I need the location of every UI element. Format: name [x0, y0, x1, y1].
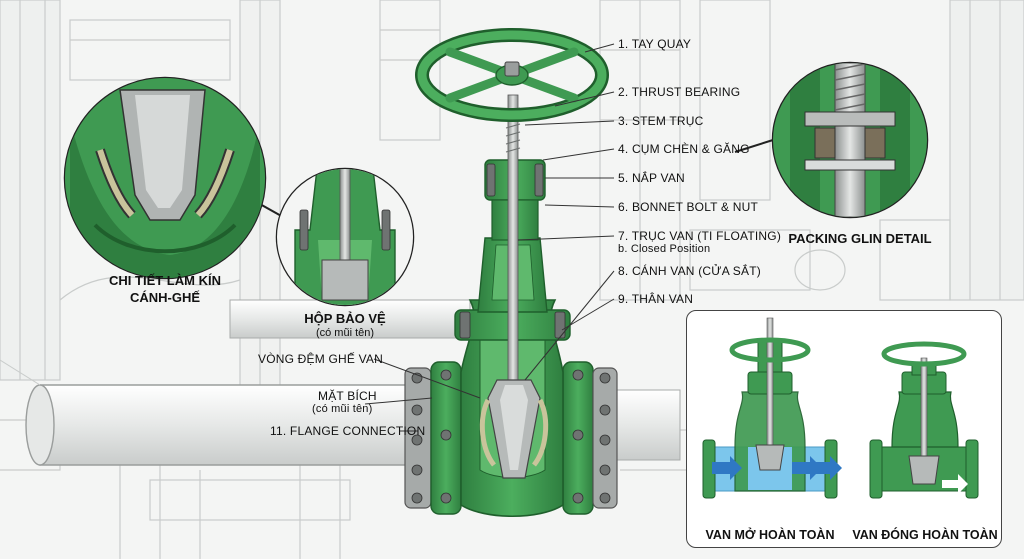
- caption-seal-detail-line1: CHI TIẾT LÀM KÍN: [109, 273, 221, 288]
- label-seat-ring: VÒNG ĐỆM GHẾ VAN: [258, 352, 383, 366]
- caption-seal-detail: CHI TIẾT LÀM KÍN CÁNH-GHẾ: [80, 272, 250, 306]
- label-stem-floating: 7. TRỤC VAN (TI FLOATING) b. Closed Posi…: [618, 229, 781, 255]
- caption-protective-box-sub: (có mũi tên): [315, 327, 375, 339]
- label-stem-floating-main: 7. TRỤC VAN (TI FLOATING): [618, 229, 782, 243]
- label-bonnet-bolt: 6. BONNET BOLT & NUT: [618, 200, 759, 214]
- caption-seal-detail-line2: CÁNH-GHẾ: [129, 290, 201, 305]
- packing-detail-callout: [734, 61, 929, 219]
- leader-lines: [364, 43, 615, 432]
- caption-fully-closed: VAN ĐÓNG HOÀN TOÀN: [852, 528, 998, 542]
- open-closed-panel: [686, 310, 1002, 548]
- label-stem: 3. STEM TRỤC: [618, 114, 704, 128]
- label-flange-main: MẶT BÍCH: [318, 389, 377, 403]
- label-flange-sub: (có mũi tên): [312, 403, 373, 415]
- label-thrust-bearing: 2. THRUST BEARING: [618, 85, 741, 99]
- left-flange: [404, 361, 462, 515]
- caption-protective-box: HỘP BẢO VỆ (có mũi tên): [295, 310, 395, 340]
- seal-detail-callout: [63, 76, 293, 280]
- protective-box-callout: [275, 167, 415, 307]
- seat-ring-left: [479, 398, 497, 467]
- label-bonnet: 5. NẮP VAN: [618, 171, 685, 185]
- label-flange-connection: 11. FLANGE CONNECTION: [270, 424, 426, 438]
- label-gate: 8. CÁNH VAN (CỬA SẮT): [618, 264, 761, 278]
- label-hand-wheel: 1. TAY QUAY: [618, 37, 692, 51]
- label-packing: 4. CỤM CHÈN & GĂNG: [618, 142, 750, 156]
- label-flange: MẶT BÍCH (có mũi tên): [312, 389, 377, 415]
- caption-fully-open: VAN MỞ HOÀN TOÀN: [705, 528, 835, 542]
- main-pipe: [0, 299, 681, 466]
- main-gate-valve: [404, 28, 618, 517]
- right-flange: [562, 361, 618, 515]
- caption-protective-box-main: HỘP BẢO VỆ: [304, 311, 386, 326]
- label-stem-floating-sub: b. Closed Position: [618, 243, 711, 255]
- handwheel: [415, 28, 609, 122]
- label-body: 9. THÂN VAN: [618, 292, 694, 306]
- caption-packing-detail: PACKING GLIN DETAIL: [788, 231, 932, 246]
- seat-ring-right: [531, 398, 549, 467]
